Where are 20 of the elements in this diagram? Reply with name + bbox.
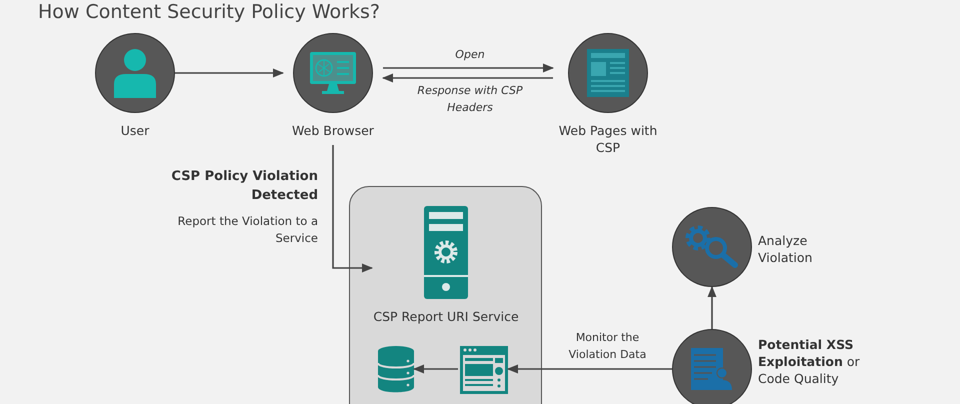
- node-label: Analyze Violation: [758, 233, 814, 267]
- arrow: [332, 145, 374, 272]
- arrow: [506, 364, 672, 374]
- arrow: [175, 68, 284, 78]
- node-label: Potential XSS Exploitation or Code Quality: [758, 337, 861, 388]
- arrow: [382, 74, 553, 82]
- edge-label: Response with CSP Headers: [416, 83, 524, 116]
- node-label: User: [120, 123, 150, 140]
- annotation-text: CSP Policy Violation Detected: [170, 168, 318, 205]
- arrow: [412, 364, 458, 374]
- arrow: [708, 286, 716, 329]
- service-panel: [349, 186, 542, 404]
- node-label: CSP Report URI Service: [373, 309, 519, 326]
- edge-label: Open: [454, 47, 486, 63]
- arrow: [383, 64, 554, 72]
- annotation-text: Report the Violation to a Service: [176, 213, 318, 246]
- edge-label: Monitor the Violation Data: [568, 330, 648, 362]
- node-label: Web Pages with CSP: [558, 123, 658, 157]
- node-label: Web Browser: [292, 123, 374, 140]
- diagram-title: How Content Security Policy Works?: [38, 1, 380, 23]
